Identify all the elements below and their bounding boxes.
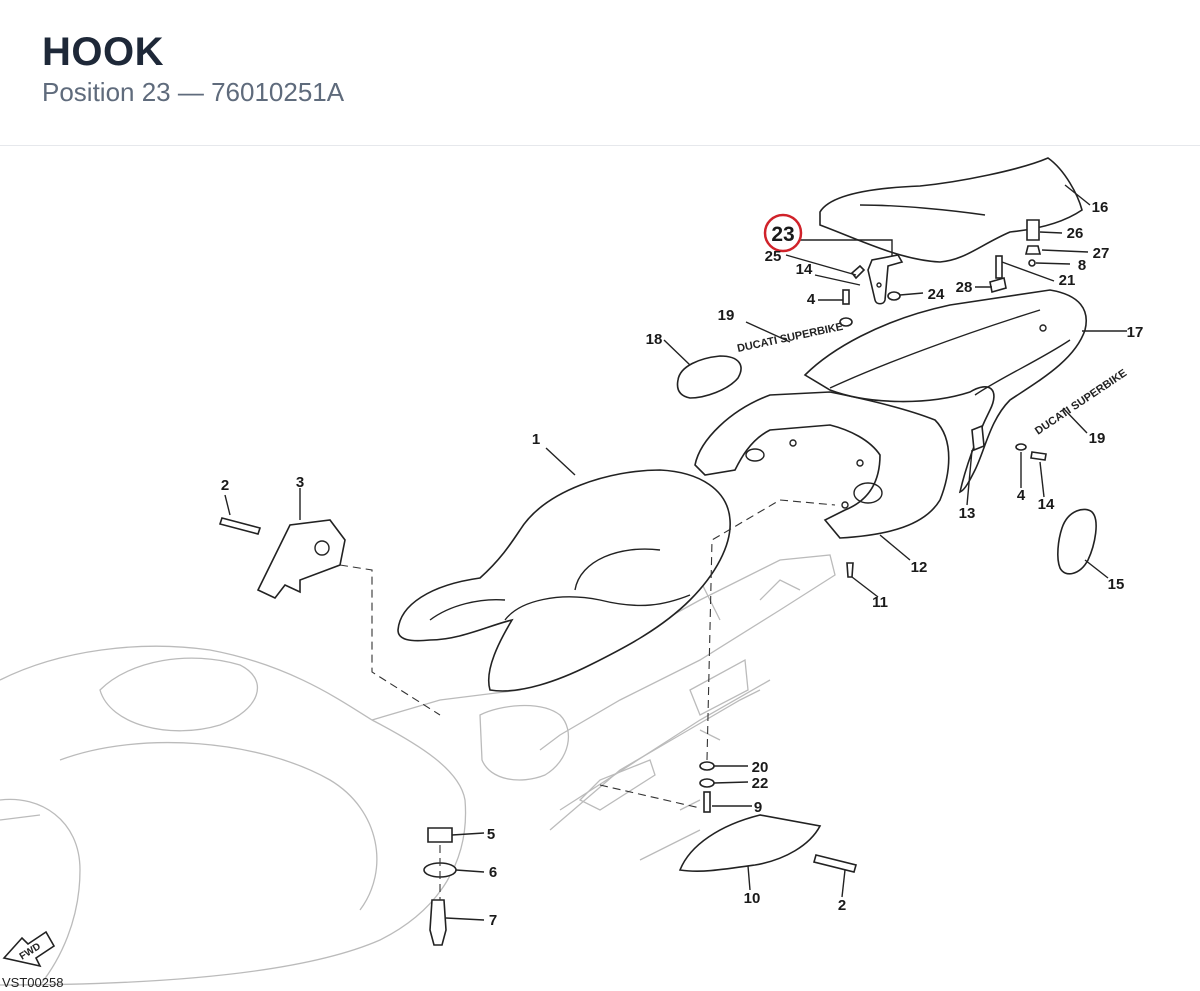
seat-tray bbox=[694, 391, 950, 539]
callout-22[interactable]: 22 bbox=[752, 775, 769, 792]
exploded-parts-diagram: DUCATI SUPERBIKE DUCATI SUPERBIKE bbox=[0, 157, 1144, 990]
callout-12[interactable]: 12 bbox=[911, 559, 928, 576]
assembly-lines bbox=[339, 499, 836, 900]
callout-19-right[interactable]: 19 bbox=[1089, 430, 1106, 447]
rider-seat bbox=[397, 469, 731, 692]
seat-latch bbox=[256, 519, 346, 599]
drawing-code: VST00258 bbox=[2, 975, 63, 990]
callout-7[interactable]: 7 bbox=[489, 912, 497, 929]
forward-arrow-icon: FWD bbox=[2, 930, 56, 968]
part-title: HOOK bbox=[42, 30, 164, 74]
callout-15[interactable]: 15 bbox=[1108, 576, 1125, 593]
selected-position-ring[interactable] bbox=[763, 213, 803, 253]
callout-9[interactable]: 9 bbox=[754, 799, 762, 816]
decal-text-top: DUCATI SUPERBIKE bbox=[736, 321, 844, 355]
callout-16[interactable]: 16 bbox=[1092, 199, 1109, 216]
callout-20[interactable]: 20 bbox=[752, 759, 769, 776]
fuel-tank-outline bbox=[0, 645, 467, 986]
callout-11[interactable]: 11 bbox=[872, 594, 888, 611]
callout-4-top[interactable]: 4 bbox=[807, 291, 816, 308]
callout-8[interactable]: 8 bbox=[1078, 257, 1086, 274]
callout-28[interactable]: 28 bbox=[956, 279, 973, 296]
reflectors bbox=[676, 355, 1097, 575]
callout-19-top[interactable]: 19 bbox=[718, 307, 735, 324]
leader-lines bbox=[224, 184, 1127, 921]
side-panel bbox=[678, 814, 822, 872]
callout-24[interactable]: 24 bbox=[928, 286, 945, 303]
callout-26[interactable]: 26 bbox=[1067, 225, 1084, 242]
hook-bracket bbox=[867, 254, 904, 305]
fasteners-and-grommets bbox=[218, 219, 1047, 946]
selected-position-label[interactable]: 23 bbox=[771, 223, 794, 246]
callout-21[interactable]: 21 bbox=[1059, 272, 1076, 289]
callout-4-right[interactable]: 4 bbox=[1017, 487, 1026, 504]
callout-10[interactable]: 10 bbox=[744, 890, 761, 907]
pillion-seat-cover bbox=[819, 157, 1083, 263]
callout-1[interactable]: 1 bbox=[532, 431, 540, 448]
callout-18[interactable]: 18 bbox=[646, 331, 663, 348]
callout-6[interactable]: 6 bbox=[489, 864, 497, 881]
callout-17[interactable]: 17 bbox=[1127, 324, 1144, 341]
callout-13[interactable]: 13 bbox=[959, 505, 976, 522]
callout-27[interactable]: 27 bbox=[1093, 245, 1110, 262]
callout-14-right[interactable]: 14 bbox=[1038, 496, 1055, 513]
callout-2-bottom[interactable]: 2 bbox=[838, 897, 846, 914]
rear-subframe-outline bbox=[371, 554, 836, 861]
page-header: HOOK Position 23 — 76010251A bbox=[0, 0, 1200, 146]
callout-25[interactable]: 25 bbox=[765, 248, 782, 265]
callout-14-top[interactable]: 14 bbox=[796, 261, 813, 278]
callout-2-left[interactable]: 2 bbox=[221, 477, 229, 494]
callout-3[interactable]: 3 bbox=[296, 474, 304, 491]
callout-5[interactable]: 5 bbox=[487, 826, 495, 843]
callout-labels: 1 2 3 4 4 5 6 7 8 9 10 11 12 13 14 14 15… bbox=[221, 199, 1144, 929]
tail-fairing bbox=[803, 289, 1087, 494]
part-subtitle: Position 23 — 76010251A bbox=[42, 77, 345, 107]
